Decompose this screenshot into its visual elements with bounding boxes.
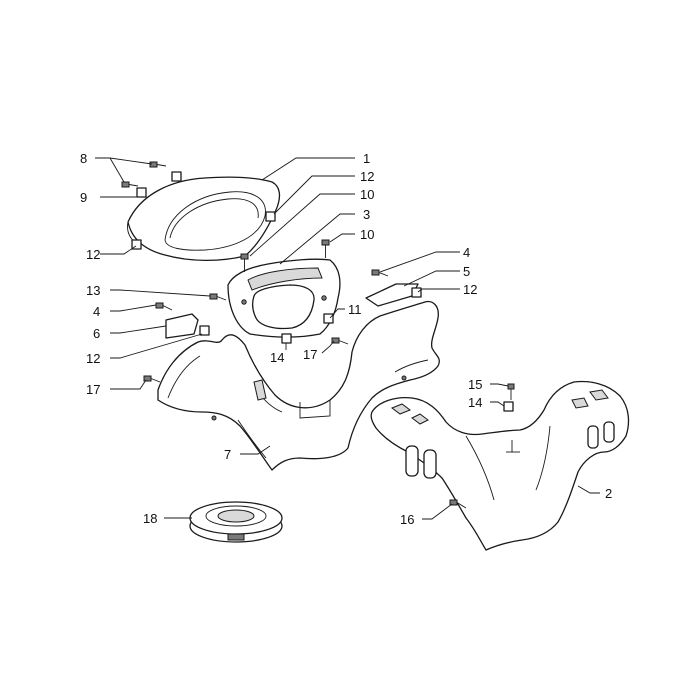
callout-12: 12 <box>86 247 100 262</box>
callout-6: 6 <box>93 326 100 341</box>
part-3-instrument-panel <box>227 258 341 338</box>
clip-12-a <box>131 239 142 250</box>
callout-16: 16 <box>400 512 414 527</box>
screw-10-lower <box>321 239 330 258</box>
clip-9 <box>136 187 147 198</box>
screw-4-right <box>371 269 389 277</box>
leader-lines <box>95 157 600 520</box>
callout-14: 14 <box>468 395 482 410</box>
callout-7: 7 <box>224 447 231 462</box>
screw-10-upper <box>240 253 249 272</box>
clip-14-right <box>503 401 514 412</box>
callout-10: 10 <box>360 227 374 242</box>
clip-12-b <box>265 211 276 222</box>
callout-10: 10 <box>360 187 374 202</box>
screw-16 <box>449 499 467 509</box>
callout-labels: 1 12 10 3 10 8 9 12 4 5 12 13 4 6 12 11 … <box>80 151 612 527</box>
callout-18: 18 <box>143 511 157 526</box>
screw-8-lower <box>121 181 139 188</box>
callout-12: 12 <box>463 282 477 297</box>
screw-17-right <box>331 337 349 345</box>
callout-13: 13 <box>86 283 100 298</box>
callout-12: 12 <box>86 351 100 366</box>
clip-12-d <box>199 325 210 336</box>
part-2-rear-handlebar-cover <box>370 380 630 551</box>
part-5-small-plate <box>365 283 419 307</box>
part-18-round-cap <box>189 501 283 543</box>
callout-11: 11 <box>348 302 362 317</box>
part-7-front-handlebar-cover <box>157 300 440 471</box>
callout-5: 5 <box>463 264 470 279</box>
callout-8: 8 <box>80 151 87 166</box>
clip-8 <box>171 171 182 182</box>
clip-11 <box>323 313 334 324</box>
callout-9: 9 <box>80 190 87 205</box>
screw-15 <box>507 383 515 400</box>
callout-4: 4 <box>93 304 100 319</box>
screw-4-left <box>155 302 173 311</box>
screw-13 <box>209 293 227 301</box>
callout-3: 3 <box>363 207 370 222</box>
callout-14: 14 <box>270 350 284 365</box>
callout-2: 2 <box>605 486 612 501</box>
callout-17: 17 <box>86 382 100 397</box>
callout-15: 15 <box>468 377 482 392</box>
part-1-instrument-cover <box>127 176 281 262</box>
callout-17: 17 <box>303 347 317 362</box>
callout-12: 12 <box>360 169 374 184</box>
clip-12-c <box>411 287 422 298</box>
screw-8-upper <box>149 161 167 168</box>
callout-1: 1 <box>363 151 370 166</box>
part-6-small-plate <box>165 313 199 339</box>
clip-14-center <box>281 333 292 344</box>
screw-17-left <box>143 375 161 383</box>
callout-4: 4 <box>463 245 470 260</box>
